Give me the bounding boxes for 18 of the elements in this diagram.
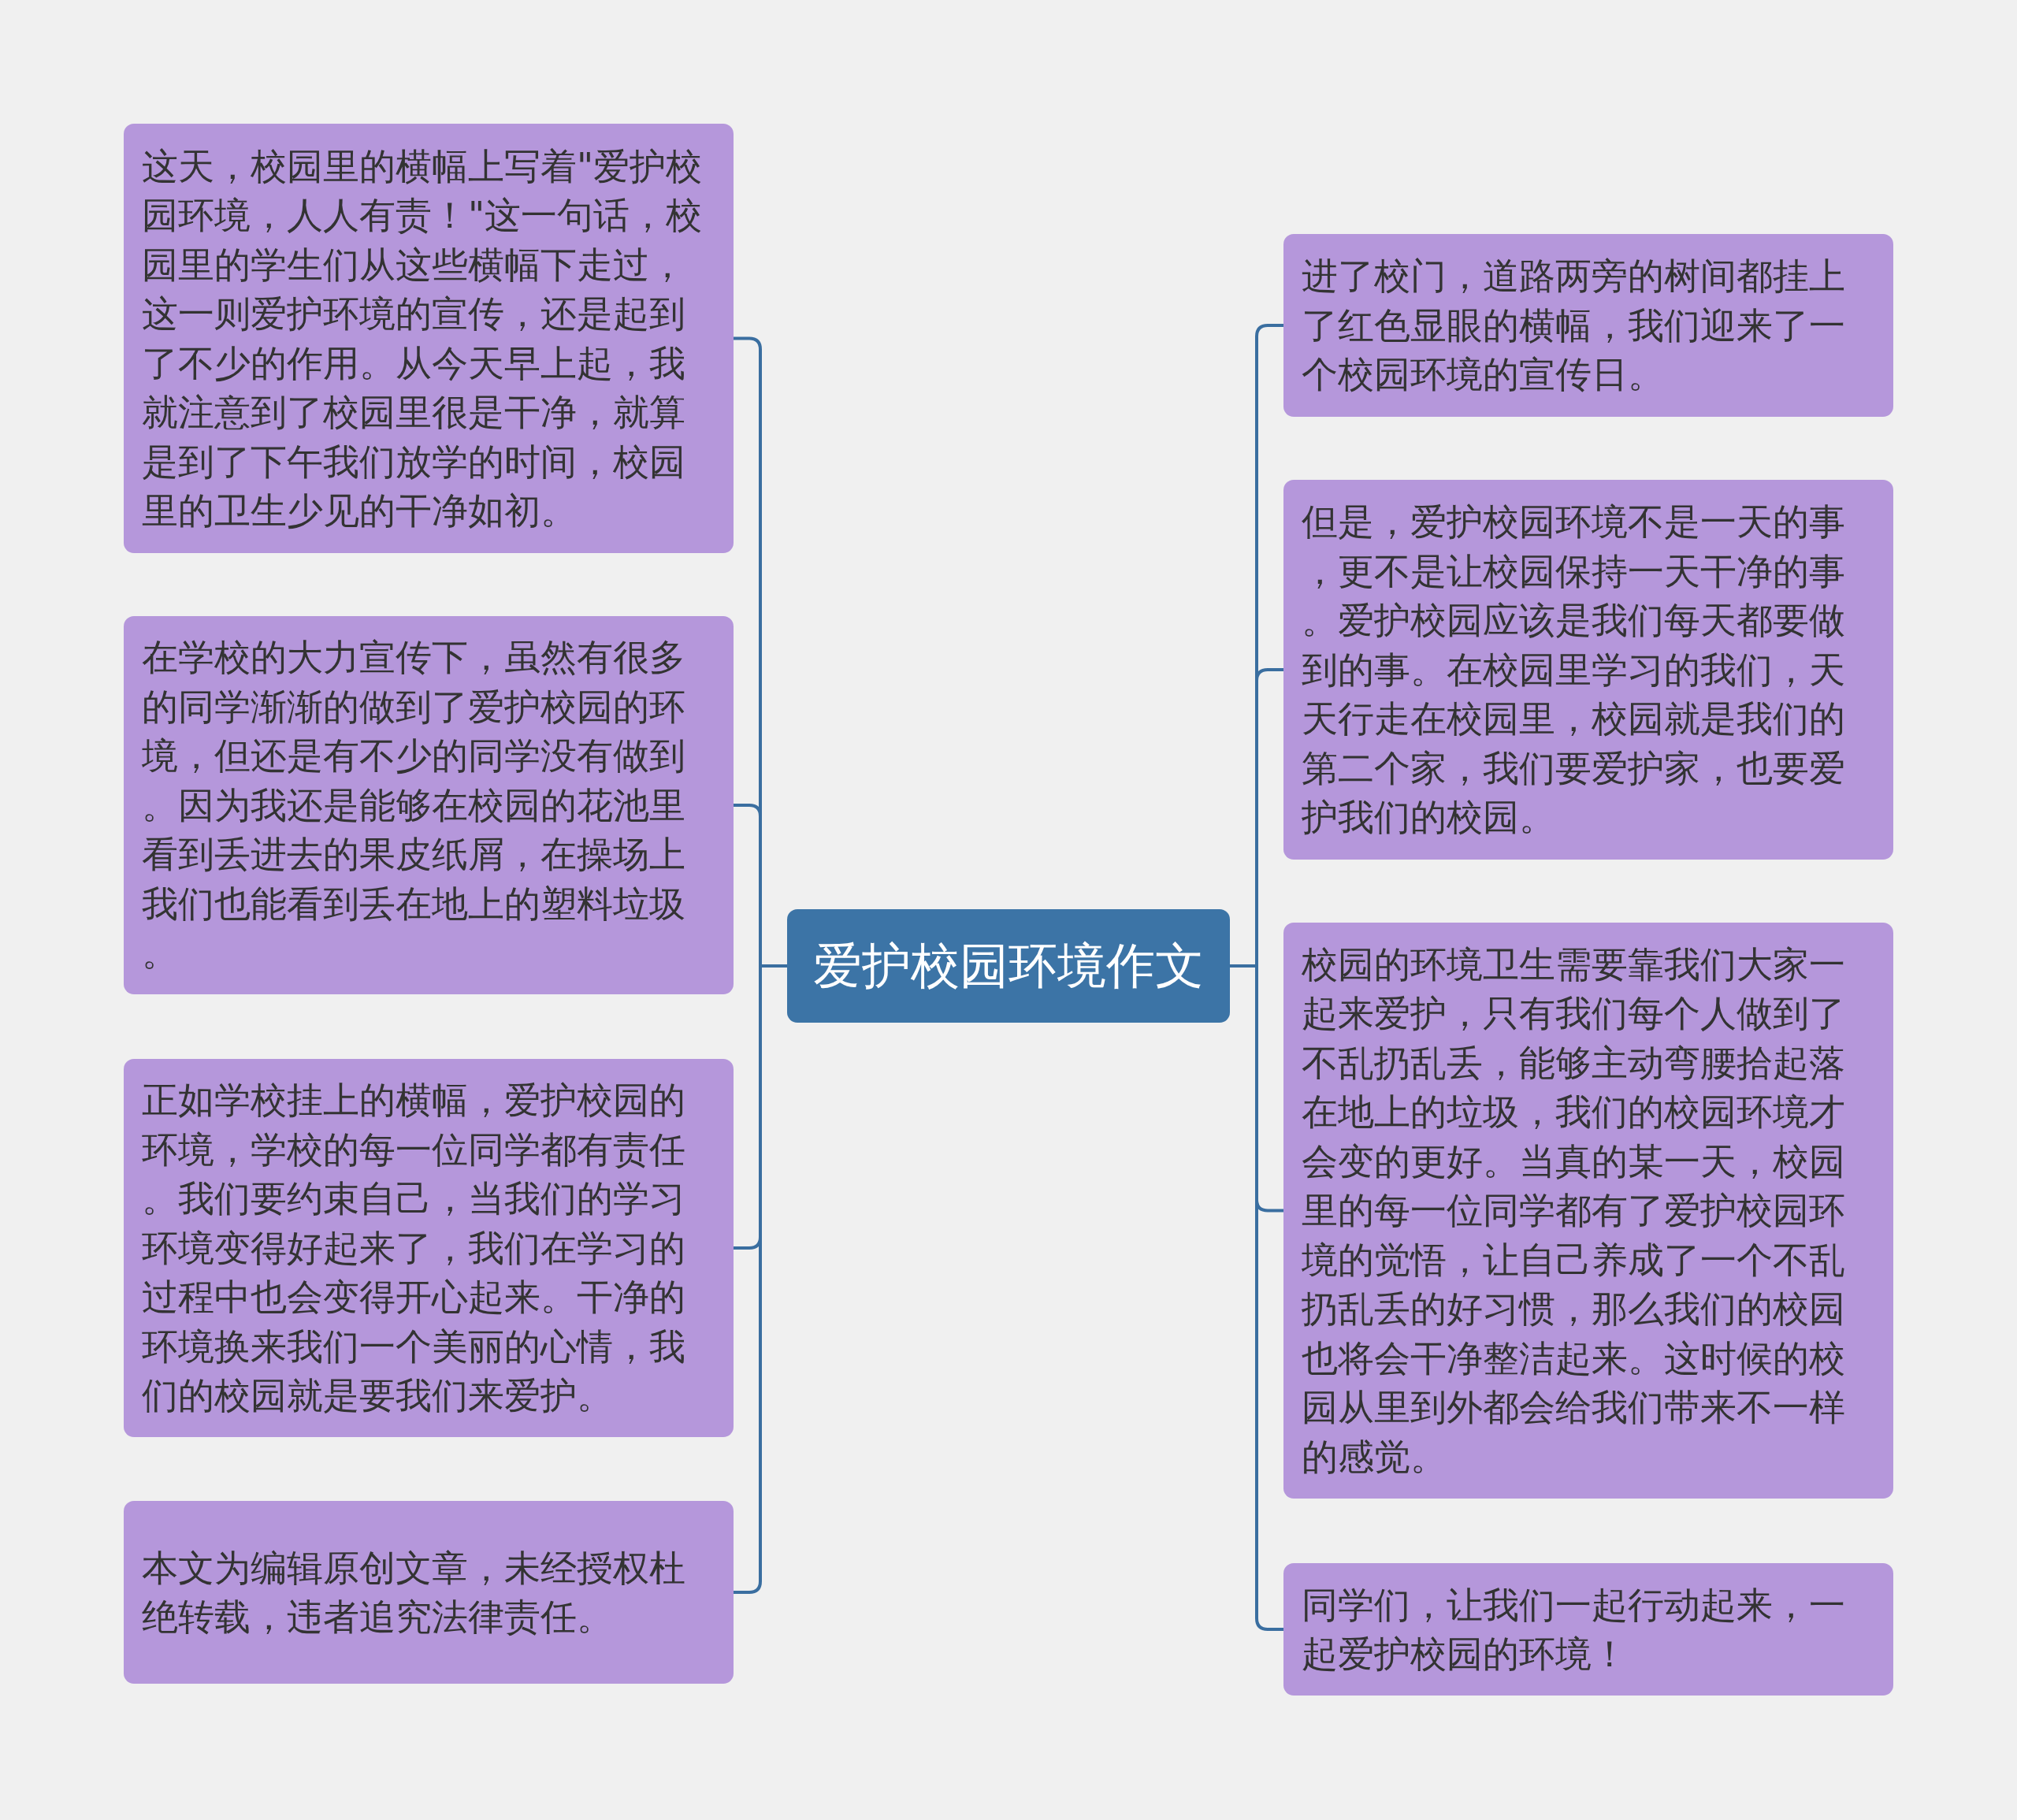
paragraph: 进了校门，道路两旁的树间都挂上了红色显眼的横幅，我们迎来了一个校园环境的宣传日。	[1302, 254, 1846, 398]
paragraph: 同学们，让我们一起行动起来，一起爱护校园的环境！	[1302, 1582, 1846, 1677]
topic-title: 爱护校园环境作文	[813, 936, 1204, 996]
branch-box	[1283, 923, 1893, 1499]
branch-box	[1283, 1563, 1893, 1696]
central-topic-box	[787, 909, 1230, 1023]
paragraph: 这天，校园里的横幅上写着"爱护校园环境，人人有责！"这一句话，校园里的学生们从这些横幅下走过，这一则爱护环境的宣传，还是起到了不少的作用。从今天早上起，我就注意到了校园里很是干净，就算是到了下午我们放学的时间，校园里的卫生少见的干净如初。	[142, 143, 704, 533]
branch-box	[124, 616, 734, 994]
branch-box	[1283, 234, 1893, 417]
paragraph: 正如学校挂上的横幅，爱护校园的环境，学校的每一位同学都有责任。我们要约束自己，当我们的学习环境变得好起来了，我们在学习的过程中也会变得开心起来。干净的环境换来我们一个美丽的心情，我们的校园就是要我们来爱护。	[142, 1078, 686, 1419]
paragraph: 校园的环境卫生需要靠我们大家一起来爱护，只有我们每个人做到了不乱扔乱丢，能够主动弯腰拾起落在地上的垃圾，我们的校园环境才会变的更好。当真的某一天，校园里的每一位同学都有了爱护校园环境的觉悟，让自己养成了一个不乱扔乱丢的好习惯，那么我们的校园也将会干净整洁起来。这时候的校园从里到外都会给我们带来不一样的感觉。	[1302, 942, 1846, 1480]
branch-box	[124, 124, 734, 553]
branch-box	[124, 1501, 734, 1684]
branch-box	[124, 1059, 734, 1437]
paragraph: 但是，爱护校园环境不是一天的事，更不是让校园保持一天干净的事。爱护校园应该是我们每天都要做到的事。在校园里学习的我们，天天行走在校园里，校园就是我们的第二个家，我们要爱护家，也要爱护我们的校园。	[1302, 500, 1846, 841]
branch-box	[1283, 480, 1893, 860]
paragraph: 本文为编辑原创文章，未经授权杜绝转载，违者追究法律责任。	[142, 1545, 686, 1640]
paragraph: 在学校的大力宣传下，虽然有很多的同学渐渐的做到了爱护校园的环境，但还是有不少的同学没有做到。因为我还是能够在校园的花池里看到丢进去的果皮纸屑，在操场上我们也能看到丢在地上的塑料垃圾。	[142, 635, 686, 976]
